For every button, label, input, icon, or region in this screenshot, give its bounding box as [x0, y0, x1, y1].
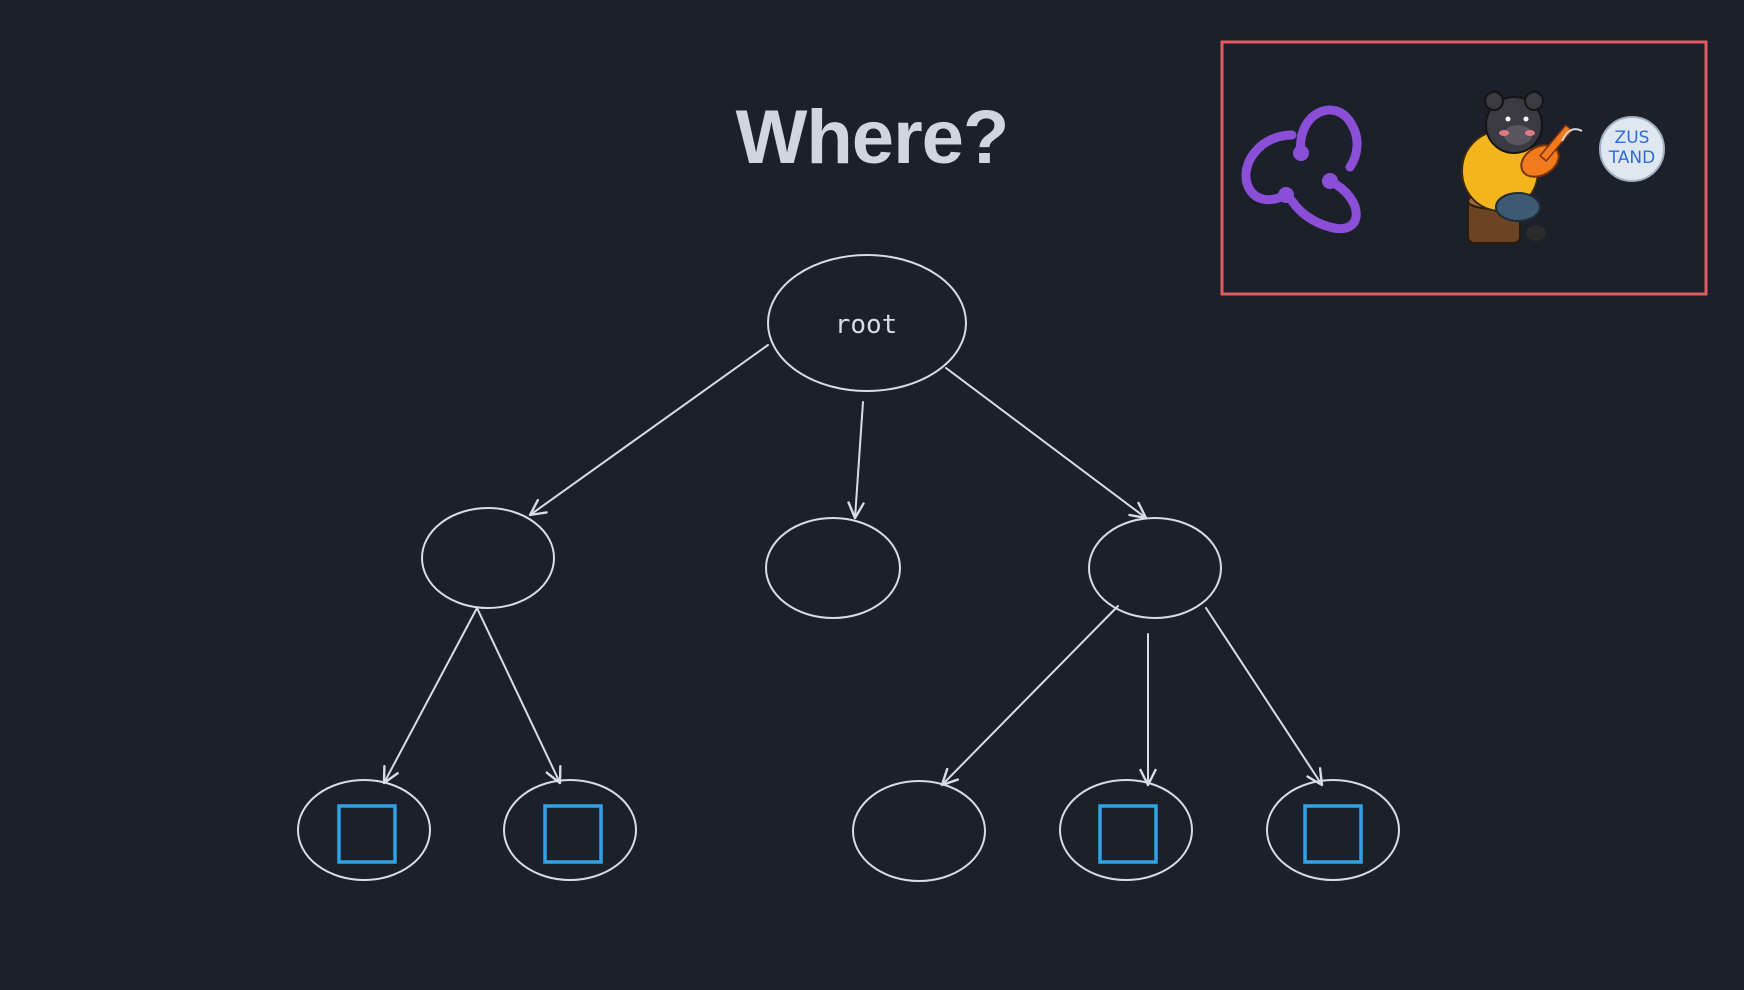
- edge-root-left: [528, 344, 769, 517]
- leaf-node-left-1: [297, 779, 431, 881]
- zustand-logo: ZUS TAND: [1461, 91, 1665, 244]
- tree-node-left: [421, 507, 555, 609]
- state-box-left-2: [543, 804, 603, 864]
- edge-right-right3: [1205, 607, 1324, 787]
- redux-logo: [1241, 105, 1362, 234]
- root-node: [767, 254, 967, 392]
- state-box-left-1: [337, 804, 397, 864]
- state-box-right-2: [1098, 804, 1158, 864]
- svg-text:TAND: TAND: [1608, 148, 1656, 168]
- state-box-right-3: [1303, 804, 1363, 864]
- slide-title: Where?: [735, 95, 1010, 180]
- library-callout-box: [1220, 40, 1708, 296]
- leaf-node-right-2: [1059, 779, 1193, 881]
- edge-root-right: [945, 367, 1148, 520]
- root-node-label: root: [835, 310, 898, 340]
- leaf-node-left-2: [503, 779, 637, 881]
- tree-node-right: [1088, 517, 1222, 619]
- edge-right-right1: [940, 605, 1119, 787]
- edge-left-left1: [382, 607, 478, 785]
- svg-text:ZUS: ZUS: [1615, 128, 1650, 148]
- edge-root-middle: [847, 401, 865, 520]
- edge-left-left2: [476, 607, 562, 785]
- tree-node-middle: [765, 517, 901, 619]
- leaf-node-right-1: [852, 780, 986, 882]
- leaf-node-right-3: [1266, 779, 1400, 881]
